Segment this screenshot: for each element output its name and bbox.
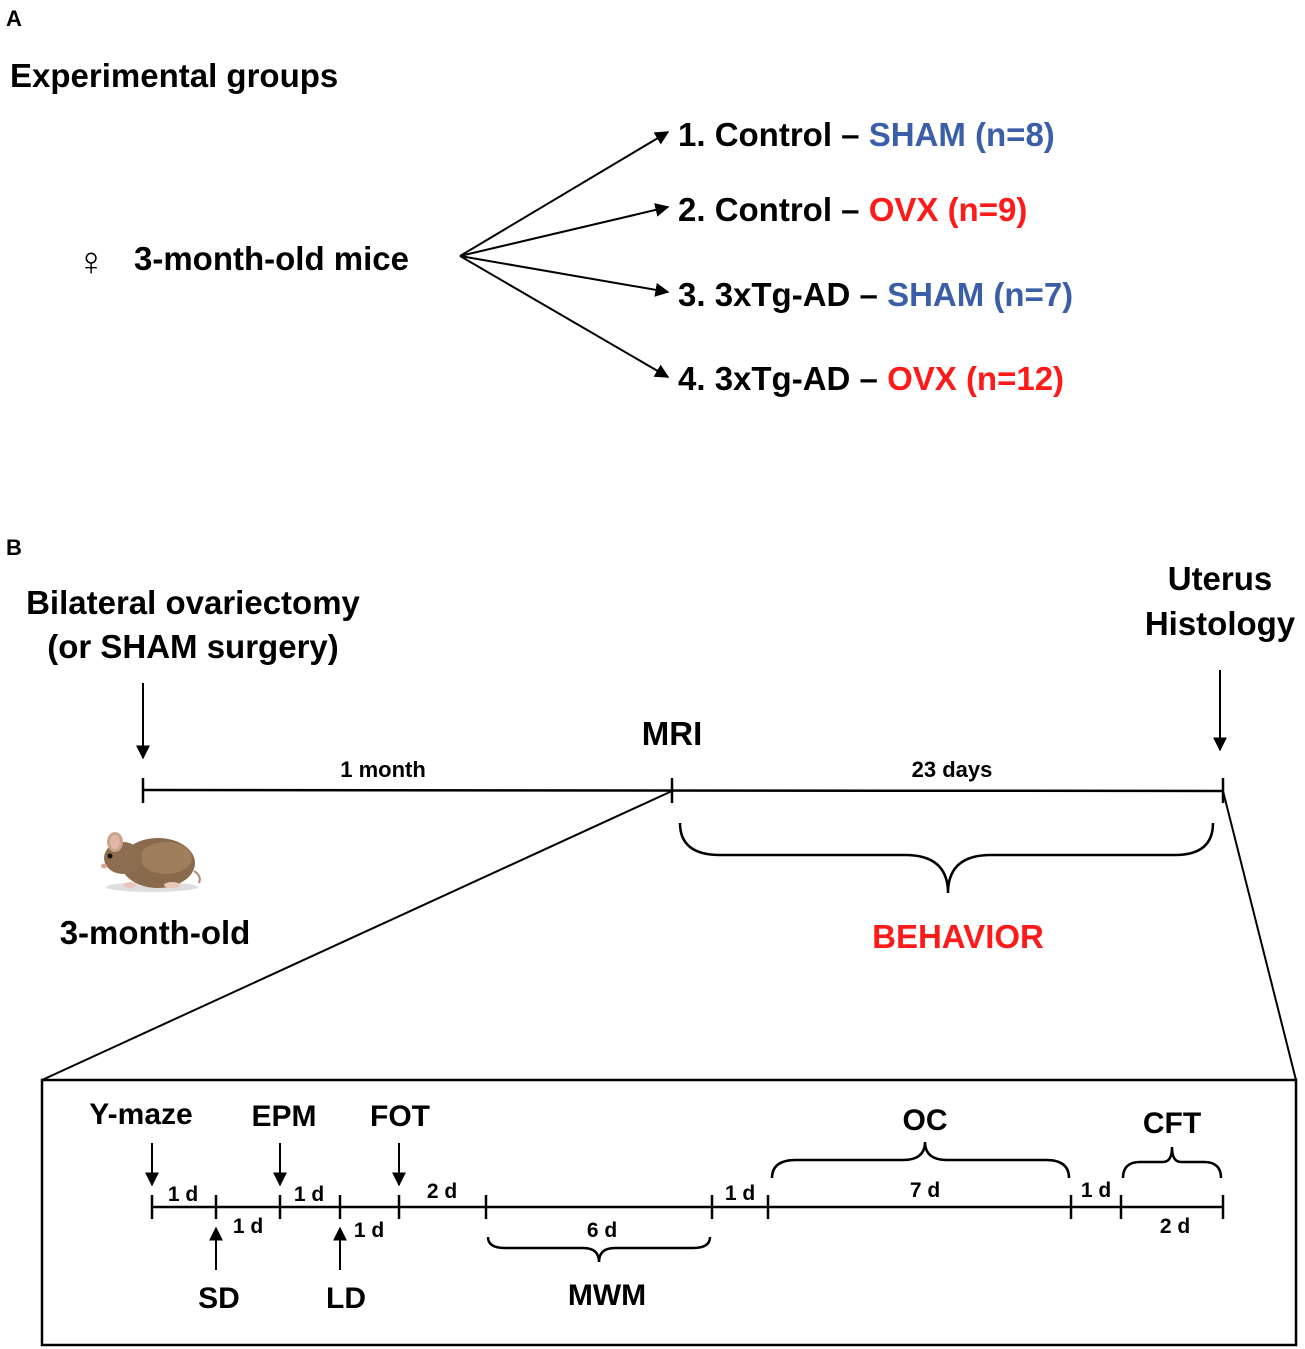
group-1-n: (n=8) bbox=[975, 116, 1055, 153]
group-3-condition: SHAM bbox=[887, 276, 984, 313]
test-ld-label: LD bbox=[326, 1282, 366, 1315]
zoom-line-left bbox=[41, 790, 673, 1081]
group-3-n: (n=7) bbox=[993, 276, 1073, 313]
duration-sd: 1 d bbox=[233, 1215, 263, 1238]
group-2: 2. Control – OVX (n=9) bbox=[678, 191, 1027, 228]
duration-fot: 2 d bbox=[427, 1180, 457, 1203]
group-4-prefix: 4. 3xTg-AD – bbox=[678, 360, 887, 397]
duration-epm: 1 d bbox=[294, 1183, 324, 1206]
duration-ld: 1 d bbox=[354, 1219, 384, 1242]
group-4-condition: OVX bbox=[887, 360, 957, 397]
zoom-line-right bbox=[1222, 790, 1297, 1081]
duration-gap-before-oc: 1 d bbox=[725, 1182, 755, 1205]
test-epm-label: EPM bbox=[251, 1100, 316, 1133]
uterus-label-line2: Histology bbox=[1145, 605, 1296, 642]
arrow-to-group-3 bbox=[459, 255, 670, 297]
duration-ymaze: 1 d bbox=[168, 1183, 198, 1206]
age-label: 3-month-old bbox=[60, 914, 251, 951]
test-ymaze-label: Y-maze bbox=[89, 1098, 192, 1131]
duration-oc: 7 d bbox=[910, 1179, 940, 1202]
arrow-to-group-2 bbox=[459, 203, 670, 257]
group-1-prefix: 1. Control – bbox=[678, 116, 869, 153]
panel-a-title: Experimental groups bbox=[10, 57, 338, 94]
group-3-prefix: 3. 3xTg-AD – bbox=[678, 276, 887, 313]
panel-a-label: A bbox=[6, 6, 22, 31]
surgery-label-line2: (or SHAM surgery) bbox=[47, 628, 339, 665]
oc-brace bbox=[770, 1141, 1071, 1179]
interval-2-label: 23 days bbox=[912, 757, 993, 782]
mri-label: MRI bbox=[642, 715, 703, 752]
cft-brace bbox=[1121, 1146, 1223, 1179]
group-2-n: (n=9) bbox=[948, 191, 1028, 228]
source-label: 3-month-old mice bbox=[134, 240, 409, 277]
test-sd-label: SD bbox=[198, 1282, 240, 1315]
group-4-n: (n=12) bbox=[966, 360, 1064, 397]
group-1: 1. Control – SHAM (n=8) bbox=[678, 116, 1055, 153]
test-mwm-label: MWM bbox=[568, 1279, 646, 1312]
panel-b-label: B bbox=[6, 535, 22, 560]
group-2-condition: OVX bbox=[869, 191, 939, 228]
main-timeline bbox=[142, 788, 1224, 793]
behavior-detail-box bbox=[40, 1078, 1298, 1347]
behavior-brace bbox=[678, 822, 1215, 894]
group-2-prefix: 2. Control – bbox=[678, 191, 869, 228]
test-fot-label: FOT bbox=[370, 1100, 430, 1133]
group-1-condition: SHAM bbox=[869, 116, 966, 153]
group-4: 4. 3xTg-AD – OVX (n=12) bbox=[678, 360, 1064, 397]
surgery-label-line1: Bilateral ovariectomy bbox=[26, 584, 360, 621]
test-oc-label: OC bbox=[903, 1104, 948, 1137]
female-symbol-icon: ♀ bbox=[76, 240, 106, 284]
duration-mwm: 6 d bbox=[587, 1219, 617, 1242]
duration-cft: 2 d bbox=[1160, 1215, 1190, 1238]
arrow-to-group-1 bbox=[459, 131, 670, 257]
uterus-label-line1: Uterus bbox=[1168, 560, 1273, 597]
arrow-to-group-4 bbox=[459, 255, 670, 378]
test-cft-label: CFT bbox=[1143, 1107, 1201, 1140]
interval-1-label: 1 month bbox=[340, 757, 426, 782]
detail-ticks bbox=[150, 1195, 1225, 1219]
group-3: 3. 3xTg-AD – SHAM (n=7) bbox=[678, 276, 1073, 313]
mouse-illustration bbox=[101, 832, 201, 892]
mwm-brace bbox=[486, 1236, 712, 1263]
behavior-label: BEHAVIOR bbox=[872, 918, 1044, 955]
duration-gap-after-oc: 1 d bbox=[1081, 1179, 1111, 1202]
